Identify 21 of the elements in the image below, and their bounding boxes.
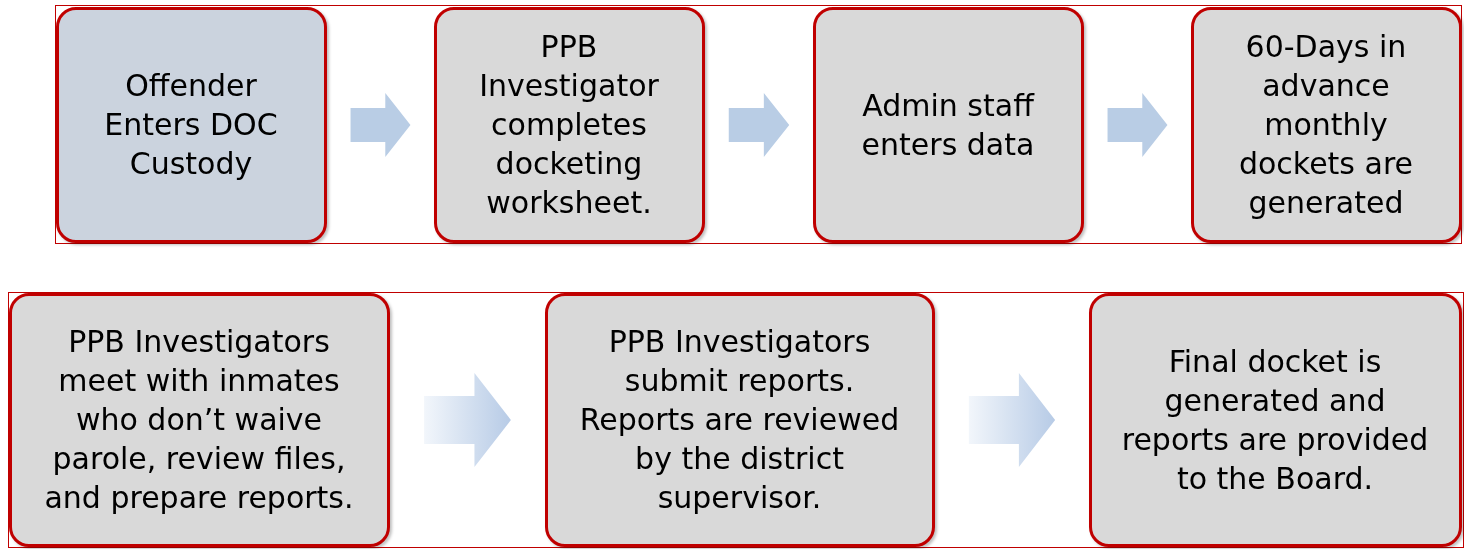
step-text: Final docket is generated and reports are provided to the Board. <box>1120 342 1430 498</box>
process-box <box>8 292 390 547</box>
process-box <box>812 6 1084 243</box>
step-text: PPB Investigator completes docketing worksheet. <box>478 28 660 222</box>
step-text: PPB Investigators meet with inmates who don’t waive parole, review files, and prepare reports. <box>43 323 355 517</box>
process-box <box>55 6 327 243</box>
process-box <box>1190 6 1462 243</box>
step-text: 60-Days in advance monthly dockets are generated <box>1237 28 1415 222</box>
step-text: Offender Enters DOC Custody <box>103 67 279 183</box>
block-arrow <box>424 373 511 467</box>
block-arrow <box>1107 93 1168 157</box>
group-frame <box>8 292 1464 548</box>
step-text: Admin staff enters data <box>860 86 1036 164</box>
process-box <box>433 6 705 243</box>
step-text: PPB Investigators submit reports. Reports are reviewed by the district supervisor. <box>578 323 901 517</box>
block-arrow <box>728 93 790 157</box>
process-box <box>1088 292 1462 547</box>
block-arrow <box>968 373 1056 467</box>
process-box <box>544 292 935 547</box>
group-frame <box>55 5 1462 244</box>
block-arrow <box>350 93 411 157</box>
